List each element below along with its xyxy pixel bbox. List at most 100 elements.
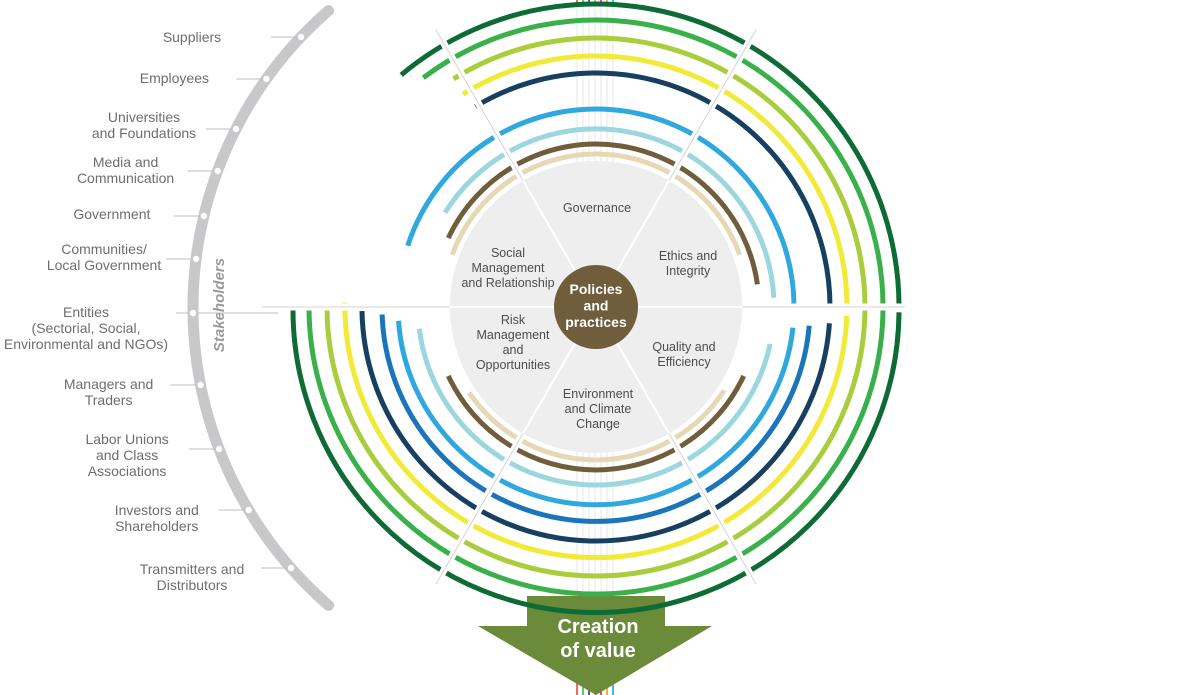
ring-arc-upper [421,17,886,308]
topic-ring [446,141,760,473]
ring-divider [665,427,757,585]
topic-segment-label-line: Social [491,246,525,260]
stakeholder-node [245,506,252,514]
topic-segment-label-line: Opportunities [476,358,550,372]
topic-segment-label: Governance [563,201,631,215]
policies-and-practices-label-line: Policies [570,281,623,297]
stakeholders-arc [187,5,334,611]
ring-arc-lower [467,388,727,463]
stakeholder-label-line: Associations [88,463,167,479]
stakeholder-item: Employees [140,70,270,86]
stakeholder-node [297,33,305,41]
stakeholder-node [215,445,223,453]
ring-arc-lower [342,302,850,561]
ring-arc-lower [446,374,746,473]
stakeholder-node [189,309,197,317]
stakeholder-label-line: and Class [96,447,158,463]
stakeholder-item: Entities(Sectorial, Social,Environmental… [4,304,278,352]
topic-ring [449,151,743,463]
topic-segment-label-line: Risk [501,313,526,327]
ring-arc-lower [290,306,902,616]
policies-and-practices-hub [554,265,638,349]
stakeholder-label-line: Distributors [157,577,228,593]
stakeholder-label-line: Transmitters and [140,561,245,577]
ring-divider [665,29,757,187]
stakeholder-label-line: (Sectorial, Social, [32,320,141,336]
stakeholder-label-line: Traders [85,392,133,408]
stakeholder-node [192,255,200,263]
ring-arc-lower [359,311,832,544]
stakeholder-node [200,212,208,220]
ring-arc-lower [379,314,812,524]
stakeholder-item: Suppliers [163,29,305,45]
topic-segment-label-line: Efficiency [657,355,711,369]
stakeholder-label-line: Communication [77,170,174,186]
stakeholder-label-line: Communities/ [61,241,147,257]
stakeholder-node [197,381,204,389]
stakeholders-title: Stakeholders [211,258,228,352]
topic-ring [379,314,812,524]
ring-arc-upper [399,1,902,308]
topic-segment-label-line: and Climate [565,402,632,416]
creation-of-value-label-line: Creation [557,616,638,638]
downward-arrow-icon [478,596,712,695]
topic-segment-label-line: Governance [563,201,631,215]
topic-segment-label-line: Management [477,328,550,342]
ring-arc-upper [449,151,743,256]
ring-divider [435,29,527,187]
stakeholder-label: Employees [140,70,209,86]
ring-divider [435,427,527,585]
stakeholder-label: Entities(Sectorial, Social,Environmental… [4,304,168,352]
topic-segment-label-line: Quality and [652,340,715,354]
topic-ring [342,53,850,561]
stakeholder-label-line: Government [73,206,150,222]
topic-ring [306,17,886,597]
stakeholders-panel: Stakeholders SuppliersEmployeesUniversit… [4,5,334,611]
topic-segment-label-line: and [503,343,524,357]
topic-ring [324,35,868,579]
topic-segment-label-line: and Relationship [461,276,554,290]
stakeholder-label: Government [73,206,150,222]
ring-arc-upper [461,53,850,308]
stakeholder-item: Government [73,206,208,222]
topic-ring [416,126,777,488]
ring-arc-lower [324,306,868,579]
topic-ring [290,1,902,616]
stakeholder-label-line: Shareholders [115,518,198,534]
ring-arc-lower [396,320,796,508]
stakeholder-node [232,125,240,133]
stakeholder-label-line: Entities [63,304,109,320]
stakeholder-label: Suppliers [163,29,221,45]
ring-arc-upper [452,35,868,308]
topic-ring [396,106,797,508]
stakeholder-node [287,564,295,572]
stakeholder-label-line: Local Government [47,257,162,273]
stakeholder-label-line: Managers and [64,376,154,392]
policies-and-practices-label-line: practices [565,314,627,330]
stakeholder-label-line: Investors and [115,502,199,518]
stakeholder-item: Communities/Local Government [47,241,200,273]
stakeholder-label-line: Universities [108,109,180,125]
topic-segment-label-line: Integrity [666,264,711,278]
stakeholder-label-line: Suppliers [163,29,221,45]
topic-segment-label-line: Ethics and [659,249,717,263]
stakeholder-node [214,167,221,175]
stakeholder-label-line: and Foundations [92,125,196,141]
